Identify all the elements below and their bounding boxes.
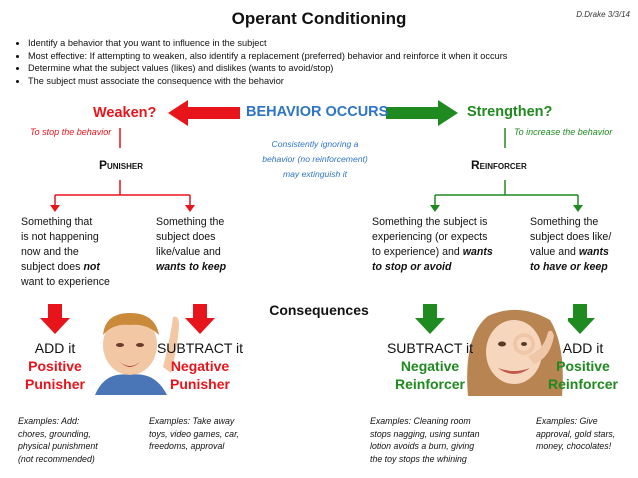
negative-punisher-description: Something the subject does like/value an… xyxy=(156,215,226,275)
type-label: Reinforcer xyxy=(547,376,619,392)
example-line: physical punishment xyxy=(18,441,98,451)
action-label: SUBTRACT it xyxy=(156,340,244,356)
extinction-note: Consistently ignoring a behavior (no rei… xyxy=(230,137,400,182)
desc-line: is not happening xyxy=(21,231,99,243)
type-label: Positive xyxy=(28,358,82,374)
bullet-item: Determine what the subject values (likes… xyxy=(28,62,507,75)
punisher-node: Punisher xyxy=(99,158,144,172)
punisher-tree xyxy=(54,128,191,207)
desc-line: Something that xyxy=(21,216,93,228)
negative-reinforcer-examples: Examples: Cleaning room stops nagging, u… xyxy=(370,415,480,465)
positive-punisher-examples: Examples: Add: chores, grounding, physic… xyxy=(18,415,98,465)
desc-line: Something the xyxy=(156,216,225,228)
behavior-occurs-label: BEHAVIOR OCCURS xyxy=(246,104,389,120)
crying-boy-photo xyxy=(75,305,185,395)
example-line: Examples: Take away xyxy=(149,416,235,426)
example-line: approval, gold stars, xyxy=(536,428,616,439)
example-line: the toy stops the whining xyxy=(370,453,467,464)
desc-line: now and the xyxy=(21,246,79,258)
type-label: Negative xyxy=(170,358,230,374)
type-label: Reinforcer xyxy=(394,376,466,392)
example-line: money, chocolates! xyxy=(536,441,612,451)
example-line: Examples: Cleaning room xyxy=(370,416,471,426)
negative-punisher-examples: Examples: Take away toys, video games, c… xyxy=(149,415,239,453)
type-label: Punisher xyxy=(170,376,230,392)
strengthen-arrow xyxy=(386,100,458,126)
desc-line: to experience) and wants xyxy=(372,246,493,258)
desc-line: want to experience xyxy=(21,276,110,288)
example-line: stops nagging, using suntan xyxy=(370,428,480,439)
example-line: toys, video games, car, xyxy=(149,428,239,439)
positive-reinforcer-label: ADD it Positive Reinforcer xyxy=(538,339,628,393)
example-line: Examples: Give xyxy=(536,416,598,426)
desc-line: subject does not xyxy=(21,261,100,273)
desc-line: subject does like/ xyxy=(530,231,612,243)
type-label: Punisher xyxy=(25,376,85,392)
strengthen-heading: Strengthen? xyxy=(467,104,553,120)
subtract-punisher-arrow xyxy=(185,304,215,334)
positive-reinforcer-description: Something the subject does like/ value a… xyxy=(530,215,611,275)
weaken-subheading: To stop the behavior xyxy=(30,127,112,137)
negative-punisher-label: SUBTRACT it Negative Punisher xyxy=(150,339,250,393)
weaken-heading: Weaken? xyxy=(93,105,157,121)
positive-reinforcer-examples: Examples: Give approval, gold stars, mon… xyxy=(536,415,615,453)
desc-line: to have or keep xyxy=(530,261,608,273)
negative-reinforcer-description: Something the subject is experiencing (o… xyxy=(372,215,493,275)
desc-line: experiencing (or expects xyxy=(372,231,488,243)
positive-punisher-label: ADD it Positive Punisher xyxy=(10,339,100,393)
bullet-item: Identify a behavior that you want to inf… xyxy=(28,37,507,50)
extinction-note-line: behavior (no reinforcement) xyxy=(262,154,368,164)
negative-reinforcer-label: SUBTRACT it Negative Reinforcer xyxy=(380,339,480,393)
example-line: (not recommended) xyxy=(18,453,95,464)
desc-line: to stop or avoid xyxy=(372,261,452,273)
extinction-note-line: Consistently ignoring a xyxy=(271,139,359,149)
add-reinforcer-arrow xyxy=(565,304,595,334)
instruction-list: Identify a behavior that you want to inf… xyxy=(14,37,507,87)
extinction-note-line: may extinguish it xyxy=(282,169,347,179)
example-line: lotion avoids a burn, giving xyxy=(370,441,475,451)
example-line: chores, grounding, xyxy=(18,428,91,439)
positive-punisher-description: Something that is not happening now and … xyxy=(21,215,110,290)
author-date: D.Drake 3/3/14 xyxy=(576,10,630,19)
bullet-item: Most effective: If attempting to weaken,… xyxy=(28,50,507,63)
page-title: Operant Conditioning xyxy=(231,9,407,28)
desc-line: Something the xyxy=(530,216,599,228)
desc-line: like/value and xyxy=(156,246,221,258)
action-label: ADD it xyxy=(34,340,76,356)
type-label: Negative xyxy=(400,358,460,374)
action-label: SUBTRACT it xyxy=(386,340,474,356)
example-line: Examples: Add: xyxy=(18,416,80,426)
add-punisher-arrow xyxy=(40,304,70,334)
desc-line: Something the subject is xyxy=(372,216,488,228)
desc-line: subject does xyxy=(156,231,216,243)
strengthen-subheading: To increase the behavior xyxy=(514,127,613,137)
consequences-label: Consequences xyxy=(269,302,369,318)
smiling-girl-photo xyxy=(458,306,568,396)
reinforcer-node: Reinforcer xyxy=(471,158,527,172)
weaken-arrow xyxy=(168,100,240,126)
type-label: Positive xyxy=(556,358,610,374)
bullet-item: The subject must associate the consequen… xyxy=(28,75,507,88)
action-label: ADD it xyxy=(562,340,604,356)
desc-line: value and wants xyxy=(530,246,609,258)
desc-line: wants to keep xyxy=(156,261,227,273)
example-line: freedoms, approval xyxy=(149,441,225,451)
subtract-reinforcer-arrow xyxy=(415,304,445,334)
